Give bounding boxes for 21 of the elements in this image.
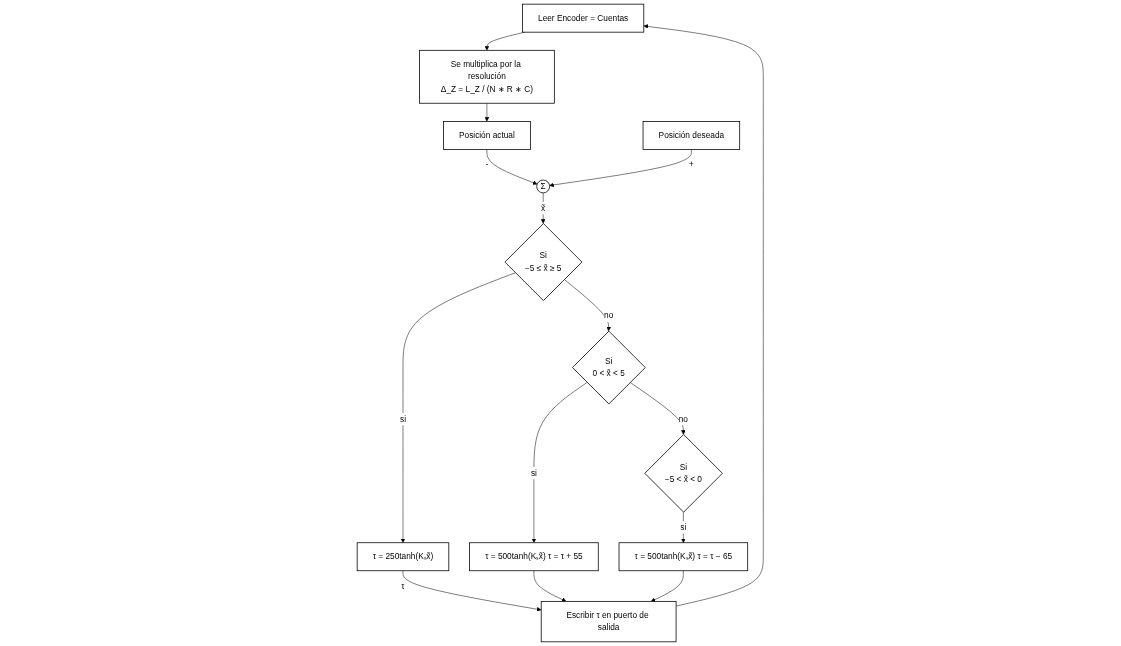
- node-diamond: Si −5 ≤ x̃ ≥ 5: [504, 223, 583, 301]
- edge-label: +: [689, 160, 695, 169]
- node-box: Leer Encoder = Cuentas: [522, 3, 645, 33]
- node-box: Escribir τ en puerto de salida: [541, 601, 677, 643]
- node-box: τ = 500tanh(Kₛx̃) τ = τ + 55: [469, 542, 599, 572]
- node-circle: Σ: [536, 179, 551, 194]
- edge-label: x̃: [541, 203, 546, 213]
- node-box: Se multiplica por la resolución Δ_Z = L_Z / (N ∗ R ∗ C): [419, 49, 555, 104]
- node-box: τ = 250tanh(Kₛx̃): [357, 542, 450, 572]
- edge-label: si: [531, 468, 538, 478]
- edge-label: si: [400, 414, 407, 424]
- edge-label: no: [604, 311, 614, 321]
- edge-label: τ: [401, 581, 405, 591]
- edge-label: -: [485, 160, 489, 169]
- node-box: τ = 500tanh(Kₛx̃) τ = τ − 65: [618, 542, 749, 572]
- node-box: Posición actual: [443, 121, 532, 150]
- node-diamond: Si 0 < x̃ < 5: [572, 330, 646, 405]
- edge-label: si: [680, 522, 687, 532]
- node-diamond: Si −5 < x̃ < 0: [644, 434, 724, 513]
- node-box: Posición deseada: [642, 121, 741, 150]
- edge-label: no: [679, 414, 689, 424]
